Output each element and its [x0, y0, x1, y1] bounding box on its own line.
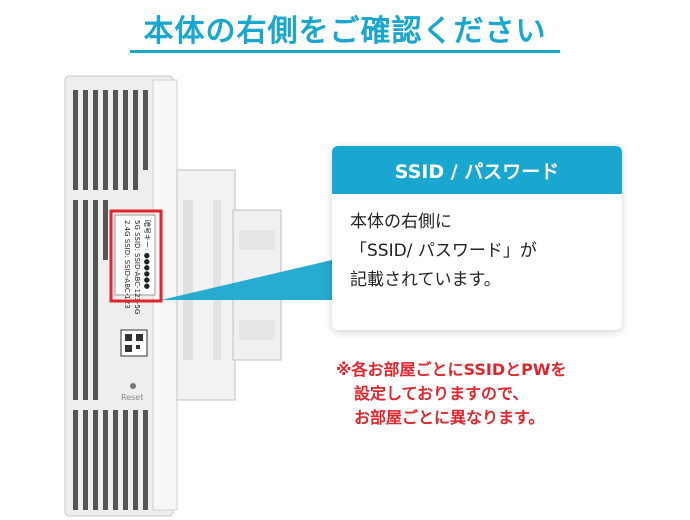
ssid-label-sticker — [114, 214, 156, 296]
card-line: 本体の右側に — [350, 212, 452, 232]
qr-code-icon — [120, 329, 148, 357]
card-line: 「SSID/ パスワード」が — [350, 241, 537, 261]
title-underline — [130, 50, 560, 53]
notice-line: ※各お部屋ごとにSSIDとPWを — [336, 360, 567, 379]
notice-line: お部屋ごとに異なります。 — [354, 408, 545, 427]
info-card: SSID / パスワード 本体の右側に 「SSID/ パスワード」が 記載されて… — [332, 146, 622, 330]
label-line-24g: 2.4G SSID: SSID-ABC-123 — [123, 220, 131, 309]
label-highlight-box — [109, 209, 163, 303]
label-line-key: 暗号キー: ●●●●●● — [143, 220, 152, 289]
page-title: 本体の右側をご確認ください — [143, 14, 547, 49]
notice-text: ※各お部屋ごとにSSIDとPWを 設定しておりますので、 お部屋ごとに異なります… — [336, 358, 567, 430]
notice-line: 設定しておりますので、 — [354, 384, 529, 403]
card-header: SSID / パスワード — [332, 146, 622, 194]
card-line: 記載されています。 — [350, 270, 501, 290]
router-illustration: 2.4G SSID: SSID-ABC-123 5G SSID: SSID-AB… — [64, 75, 282, 517]
ssid-label-text: 2.4G SSID: SSID-ABC-123 5G SSID: SSID-AB… — [123, 220, 152, 314]
card-body: 本体の右側に 「SSID/ パスワード」が 記載されています。 — [332, 194, 622, 295]
vent-slots — [73, 90, 148, 510]
router-face — [152, 79, 178, 511]
label-line-5g: 5G SSID: SSID-ABC-123-5G — [133, 220, 141, 314]
reset-label: Reset — [121, 393, 143, 402]
reset-button-icon — [130, 383, 136, 389]
